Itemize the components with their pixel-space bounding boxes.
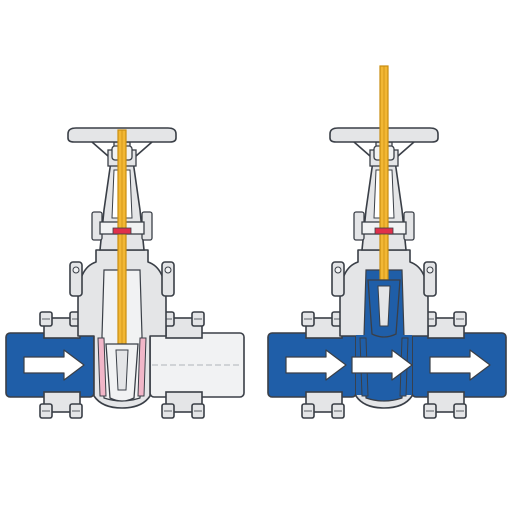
gate-valve-open: [267, 65, 507, 419]
gate-center-web: [377, 285, 391, 327]
handwheel-spokes: [353, 141, 415, 157]
bolt-icon: [453, 403, 467, 419]
flow-arrow-shape: [285, 349, 347, 381]
flow-arrow-icon: [23, 349, 85, 381]
stem-assembly: [367, 65, 401, 338]
bolt-icon: [301, 311, 315, 327]
bolt-icon: [453, 311, 467, 327]
stem-assembly: [105, 129, 139, 402]
stem-packing-seal: [112, 227, 132, 235]
pipes: [5, 332, 245, 398]
bolt-icon: [69, 403, 83, 419]
bolt-icon: [191, 403, 205, 419]
bolt-icon: [331, 403, 345, 419]
flow-arrow-icon: [351, 349, 413, 381]
gate-valve-closed: [5, 127, 245, 419]
lug-bolt: [334, 266, 342, 274]
handwheel-spokes: [91, 141, 153, 157]
flanges: [39, 311, 205, 419]
bolt-icon: [39, 311, 53, 327]
seat-ring-right: [137, 337, 147, 397]
handwheel-icon: [67, 127, 177, 161]
bolt-icon: [423, 403, 437, 419]
flow-arrow-icon: [285, 349, 347, 381]
lug-bolt: [426, 266, 434, 274]
seat-ring-left: [97, 337, 107, 397]
bolt-icon: [191, 311, 205, 327]
flow-arrow-shape: [23, 349, 85, 381]
flow-arrow-shape: [351, 349, 413, 381]
flow-arrow-shape: [429, 349, 491, 381]
lug-bolt: [164, 266, 172, 274]
bolt-icon: [301, 403, 315, 419]
bolt-icon: [39, 403, 53, 419]
flow-arrow-icon: [429, 349, 491, 381]
gate-center-web: [115, 349, 129, 391]
stem-packing-seal: [374, 227, 394, 235]
lug-bolt: [72, 266, 80, 274]
bolt-icon: [161, 403, 175, 419]
